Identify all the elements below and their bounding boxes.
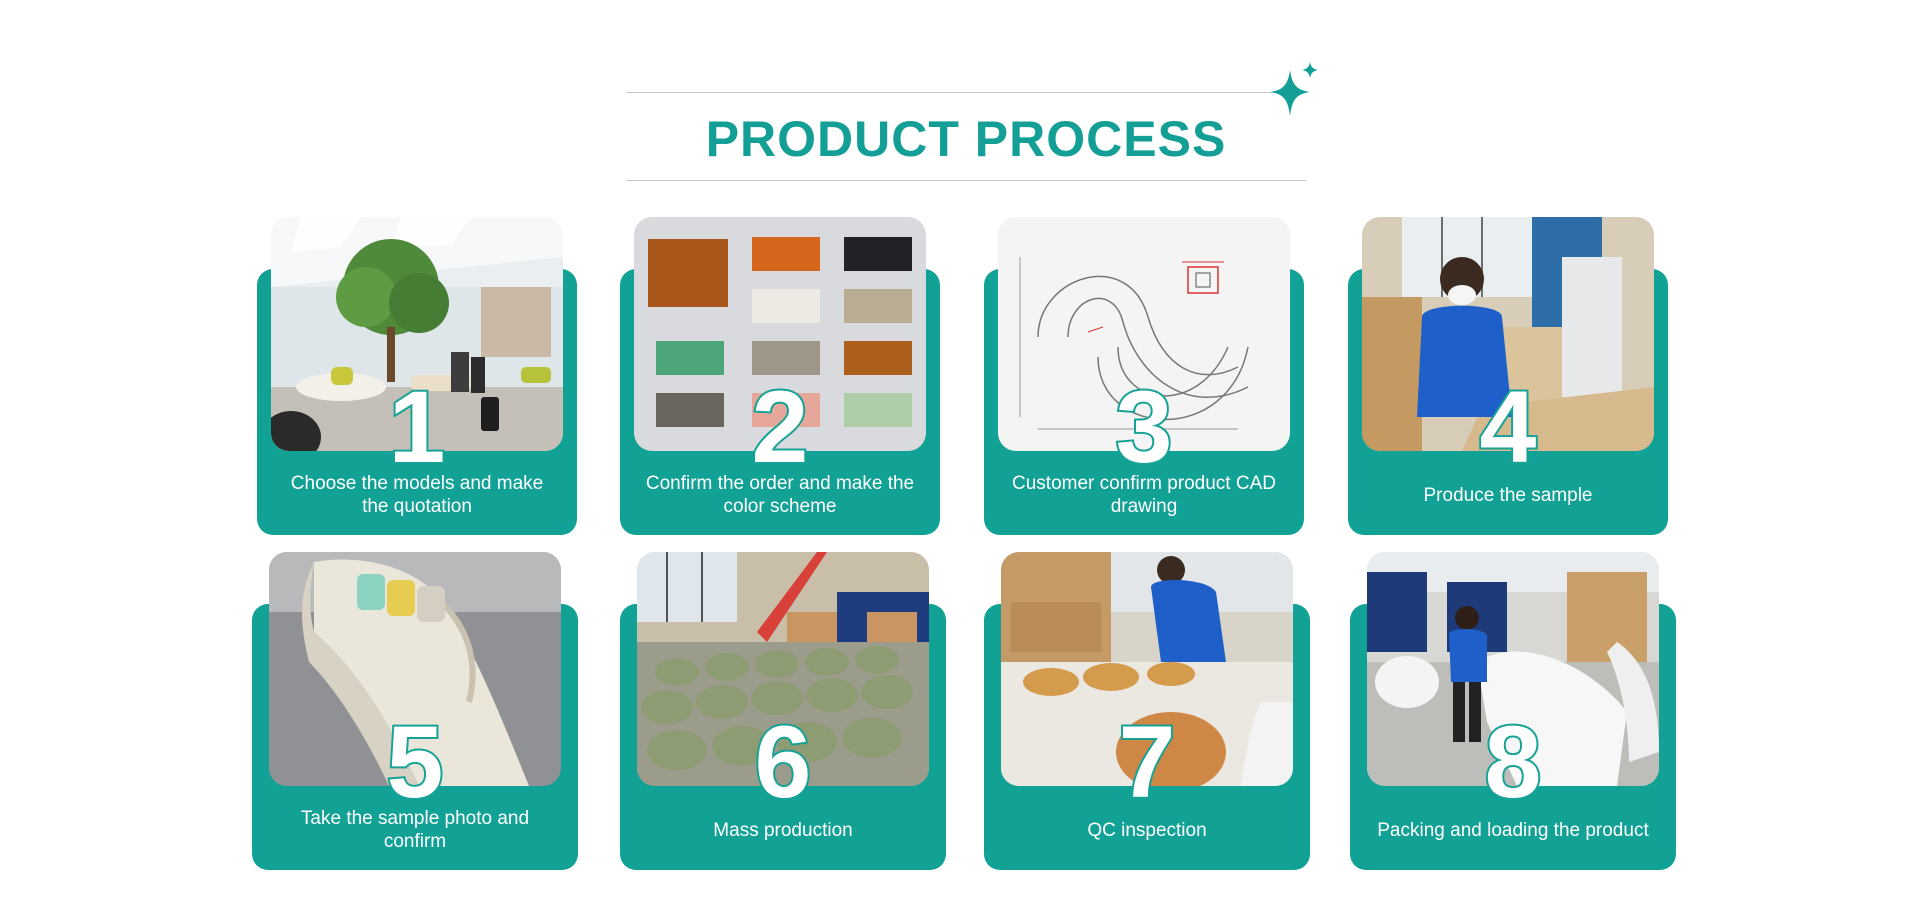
step-caption: Packing and loading the product [1377,819,1649,841]
step-number: 4 [1478,370,1539,484]
step-number: 8 [1483,705,1544,819]
process-step-4: 4 Produce the sample [1348,217,1668,547]
process-step-3: 3 Customer confirm product CAD drawing [984,217,1304,547]
packing-photo [1367,552,1659,786]
step-caption: Customer confirm product CAD drawing [1012,473,1276,517]
step-caption: QC inspection [1087,819,1207,841]
step-number: 5 [385,705,446,819]
step-caption: Take the sample photo and confirm [300,808,530,852]
step-number: 2 [750,370,811,484]
fabric-swatch-photo [634,217,926,451]
sparkle-icon [1270,62,1318,116]
step-caption: Choose the models and make the quotation [290,473,544,517]
showroom-photo [271,217,563,451]
step-number: 7 [1117,705,1178,819]
step-number: 1 [387,370,448,484]
step-caption: Produce the sample [1423,484,1593,506]
header-rule-top [626,92,1306,93]
step-caption: Mass production [713,819,853,841]
workshop-photo [1362,217,1654,451]
process-step-8: 8 Packing and loading the product [1350,552,1676,882]
header-rule-bottom [626,180,1306,181]
process-step-1: 1 Choose the models and make the quotati… [257,217,577,547]
sofa-photo [269,552,561,786]
step-number: 3 [1114,370,1175,484]
step-caption: Confirm the order and make the color sch… [645,473,915,517]
process-step-5: 5 Take the sample photo and confirm [252,552,578,882]
process-step-6: 6 Mass production [620,552,946,882]
cad-drawing [998,217,1290,451]
qc-inspection-photo [1001,552,1293,786]
section-header: PRODUCT PROCESS [626,92,1306,182]
process-step-7: 7 QC inspection [984,552,1310,882]
step-number: 6 [753,705,814,819]
process-step-2: 2 Confirm the order and make the color s… [620,217,940,547]
page-title: PRODUCT PROCESS [705,111,1227,167]
factory-chairs-photo [637,552,929,786]
